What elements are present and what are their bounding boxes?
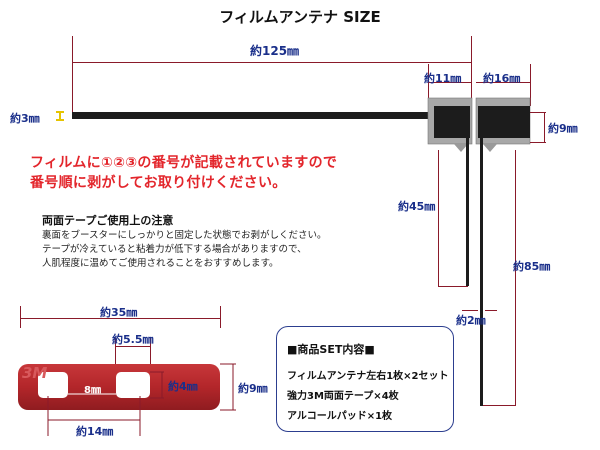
antenna-right-connector: [478, 106, 530, 138]
tape-5-5-line: [115, 346, 150, 347]
tape-5-5-label: 約5.5㎜: [112, 333, 154, 346]
tape-note-line-2: テープが冷えていると粘着力が低下する場合がありますので、: [42, 244, 307, 255]
set-item-alcohol-pad: アルコールパッド×1枚: [287, 411, 393, 422]
dim-125-line: [72, 62, 472, 63]
dim-2-label: 約2㎜: [456, 314, 486, 327]
tape-note-heading: 両面テープご使用上の注意: [42, 214, 174, 227]
3m-logo: 3M: [22, 364, 48, 382]
dim-9-top-tick: [530, 112, 546, 113]
tape-hole-right: [116, 372, 150, 398]
dim-3-label: 約3㎜: [10, 112, 40, 125]
notice-line-2: 番号順に剥がしてお取り付けください。: [30, 175, 287, 191]
dim-85-line: [515, 150, 516, 406]
tape-5-5-left-tick: [115, 338, 116, 368]
tape-35-line: [20, 318, 220, 319]
tape-35-left-tick: [20, 306, 21, 328]
tape-note-line-3: 人肌程度に温めてご使用されることをおすすめします。: [42, 258, 279, 269]
tape-5-5-right-tick: [150, 338, 151, 368]
set-contents-box: ■商品SET内容■ フィルムアンテナ左右1枚×2セット 強力3M両面テープ×4枚…: [276, 326, 454, 432]
dim-45-label: 約45㎜: [398, 200, 436, 213]
dim-9-line: [544, 112, 545, 142]
dim-16-line: [476, 82, 530, 83]
tape-note-line-1: 裏面をブースターにしっかりと固定した状態でお剥がしください。: [42, 230, 327, 241]
tape-4-label: 約4㎜: [168, 380, 198, 393]
dim-85-bottom-tick: [483, 405, 516, 406]
dim-45-line: [438, 150, 439, 286]
antenna-left-clip: [454, 144, 468, 152]
tape-8-label: 8㎜: [84, 385, 101, 396]
antenna-vertical-long: [480, 138, 483, 406]
dim-85-label: 約85㎜: [513, 260, 551, 273]
dim-45-bottom-tick: [438, 286, 468, 287]
dim-11-left-tick: [428, 64, 429, 106]
antenna-right-clip: [483, 144, 497, 152]
antenna-horizontal-element: [72, 112, 444, 119]
set-contents-title: ■商品SET内容■: [287, 343, 375, 356]
set-item-antenna: フィルムアンテナ左右1枚×2セット: [287, 371, 449, 382]
notice-line-1: フィルムに①②③の番号が記載されていますので: [30, 155, 338, 171]
dim-125-label: 約125㎜: [250, 44, 300, 58]
dim-11-line: [428, 82, 472, 83]
dim-2-right-arrow: [485, 310, 497, 311]
dim-3-marker-bar: [59, 112, 61, 120]
tape-9-label: 約9㎜: [238, 382, 268, 395]
dim-16-right-tick: [530, 64, 531, 106]
set-item-tape: 強力3M両面テープ×4枚: [287, 391, 399, 402]
page-title: フィルムアンテナ SIZE: [219, 8, 381, 26]
antenna-left-connector: [434, 106, 470, 138]
tape-14-label: 約14㎜: [76, 425, 114, 438]
dim-125-left-tick: [72, 36, 73, 112]
dim-125-right-tick: [471, 36, 472, 112]
dim-9-right-label: 約9㎜: [548, 122, 578, 135]
tape-hole-left: [38, 372, 68, 398]
tape-35-label: 約35㎜: [100, 306, 138, 319]
antenna-vertical-short: [466, 138, 469, 286]
dim-16-label: 約16㎜: [483, 72, 521, 85]
tape-35-right-tick: [220, 306, 221, 328]
dim-2-left-arrow: [462, 310, 478, 311]
dim-11-label: 約11㎜: [424, 72, 462, 85]
dim-9-bottom-tick: [530, 142, 546, 143]
